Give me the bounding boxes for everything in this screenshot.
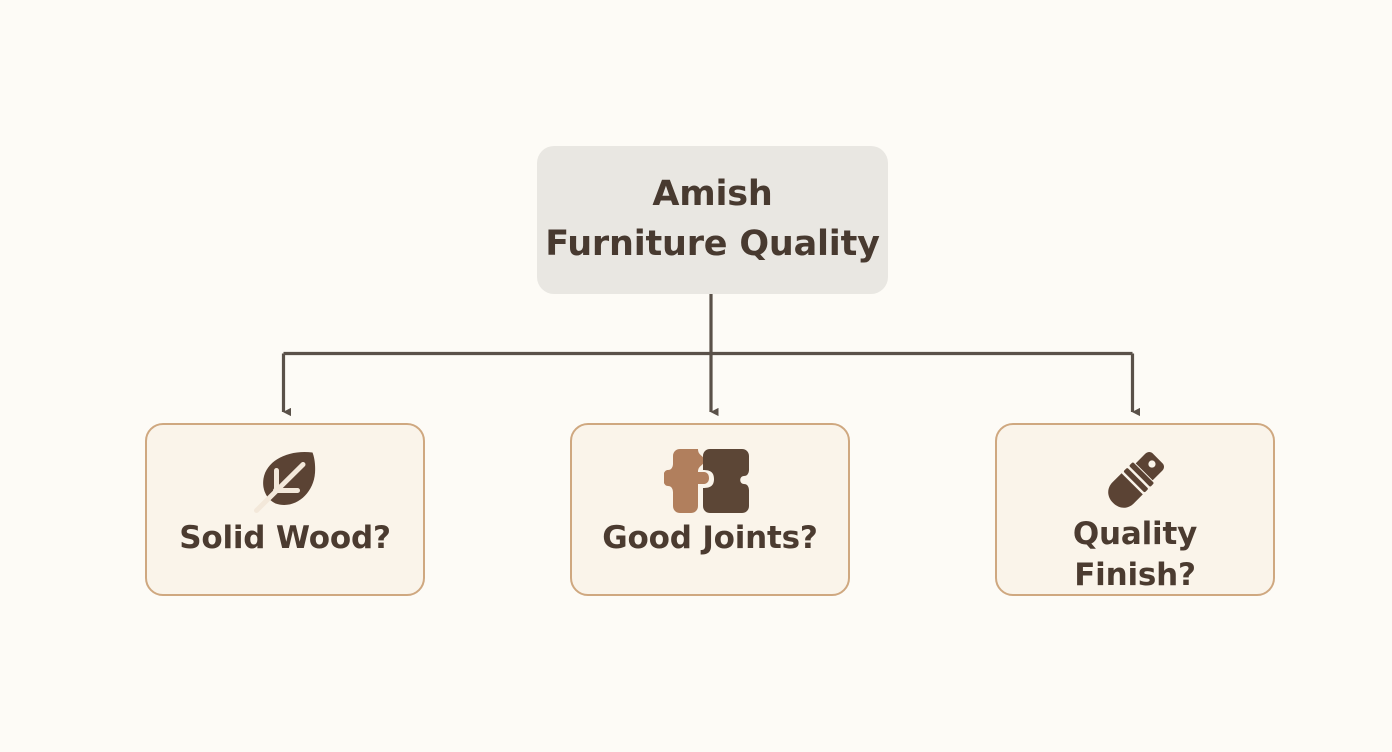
node-good-joints[interactable]: Good Joints? xyxy=(570,423,850,596)
node-solid-wood[interactable]: Solid Wood? xyxy=(145,423,425,596)
root-node[interactable]: Amish Furniture Quality xyxy=(537,146,888,294)
node-label: Solid Wood? xyxy=(179,520,391,556)
leaf-icon xyxy=(253,448,317,514)
puzzle-pieces-icon xyxy=(664,448,756,514)
node-label: Good Joints? xyxy=(602,520,818,556)
root-node-title: Amish Furniture Quality xyxy=(545,174,880,264)
paintbrush-icon xyxy=(1101,448,1169,514)
node-quality-finish[interactable]: Quality Finish? xyxy=(995,423,1275,596)
node-label: Quality Finish? xyxy=(1072,516,1198,593)
